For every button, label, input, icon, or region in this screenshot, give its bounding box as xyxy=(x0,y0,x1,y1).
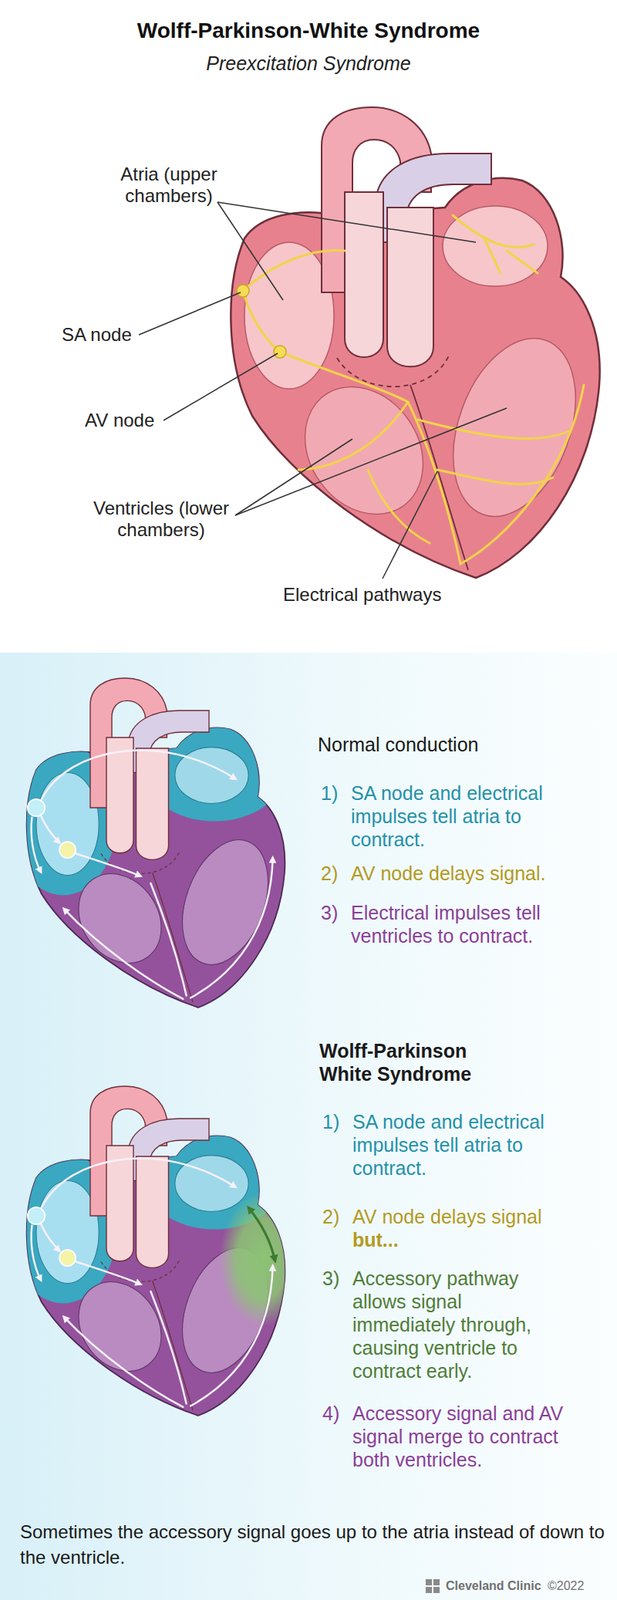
step-text: AV node delays signal xyxy=(352,1204,584,1228)
part-label: SA node xyxy=(61,323,132,346)
step-number: 2) xyxy=(320,861,338,885)
step-text: SA node and electrical impulses tell atr… xyxy=(352,1109,584,1180)
part-label: Atria (upper chambers) xyxy=(103,163,235,207)
step-emphasis: but... xyxy=(352,1227,584,1251)
brand-name: Cleveland Clinic xyxy=(445,1577,542,1594)
part-label: AV node xyxy=(84,409,155,432)
step-text-group: AV node delays signalbut... xyxy=(352,1204,584,1251)
step-number: 4) xyxy=(322,1401,340,1425)
copyright: ©2022 xyxy=(547,1577,584,1594)
step-number: 3) xyxy=(322,1266,340,1290)
step-number: 1) xyxy=(322,1109,340,1133)
step-number: 3) xyxy=(320,900,338,924)
caption: Sometimes the accessory signal goes up t… xyxy=(20,1518,607,1570)
part-label: Ventricles (lower chambers) xyxy=(87,497,236,541)
section-heading: Wolff-Parkinson White Syndrome xyxy=(319,1038,505,1086)
subtitle: Preexcitation Syndrome xyxy=(0,51,617,75)
title: Wolff-Parkinson-White Syndrome xyxy=(0,16,617,45)
step-text: Electrical impulses tell ventricles to c… xyxy=(350,900,583,948)
step-text: SA node and electrical impulses tell atr… xyxy=(350,781,583,851)
part-label: Electrical pathways xyxy=(283,583,442,606)
step-text: Accessory signal and AV signal merge to … xyxy=(352,1401,598,1471)
step-number: 1) xyxy=(320,781,338,805)
step-text: AV node delays signal. xyxy=(350,861,583,885)
step-number: 2) xyxy=(322,1204,340,1228)
step-text: Accessory pathway allows signal immediat… xyxy=(352,1266,560,1383)
section-heading: Normal conduction xyxy=(317,732,596,756)
